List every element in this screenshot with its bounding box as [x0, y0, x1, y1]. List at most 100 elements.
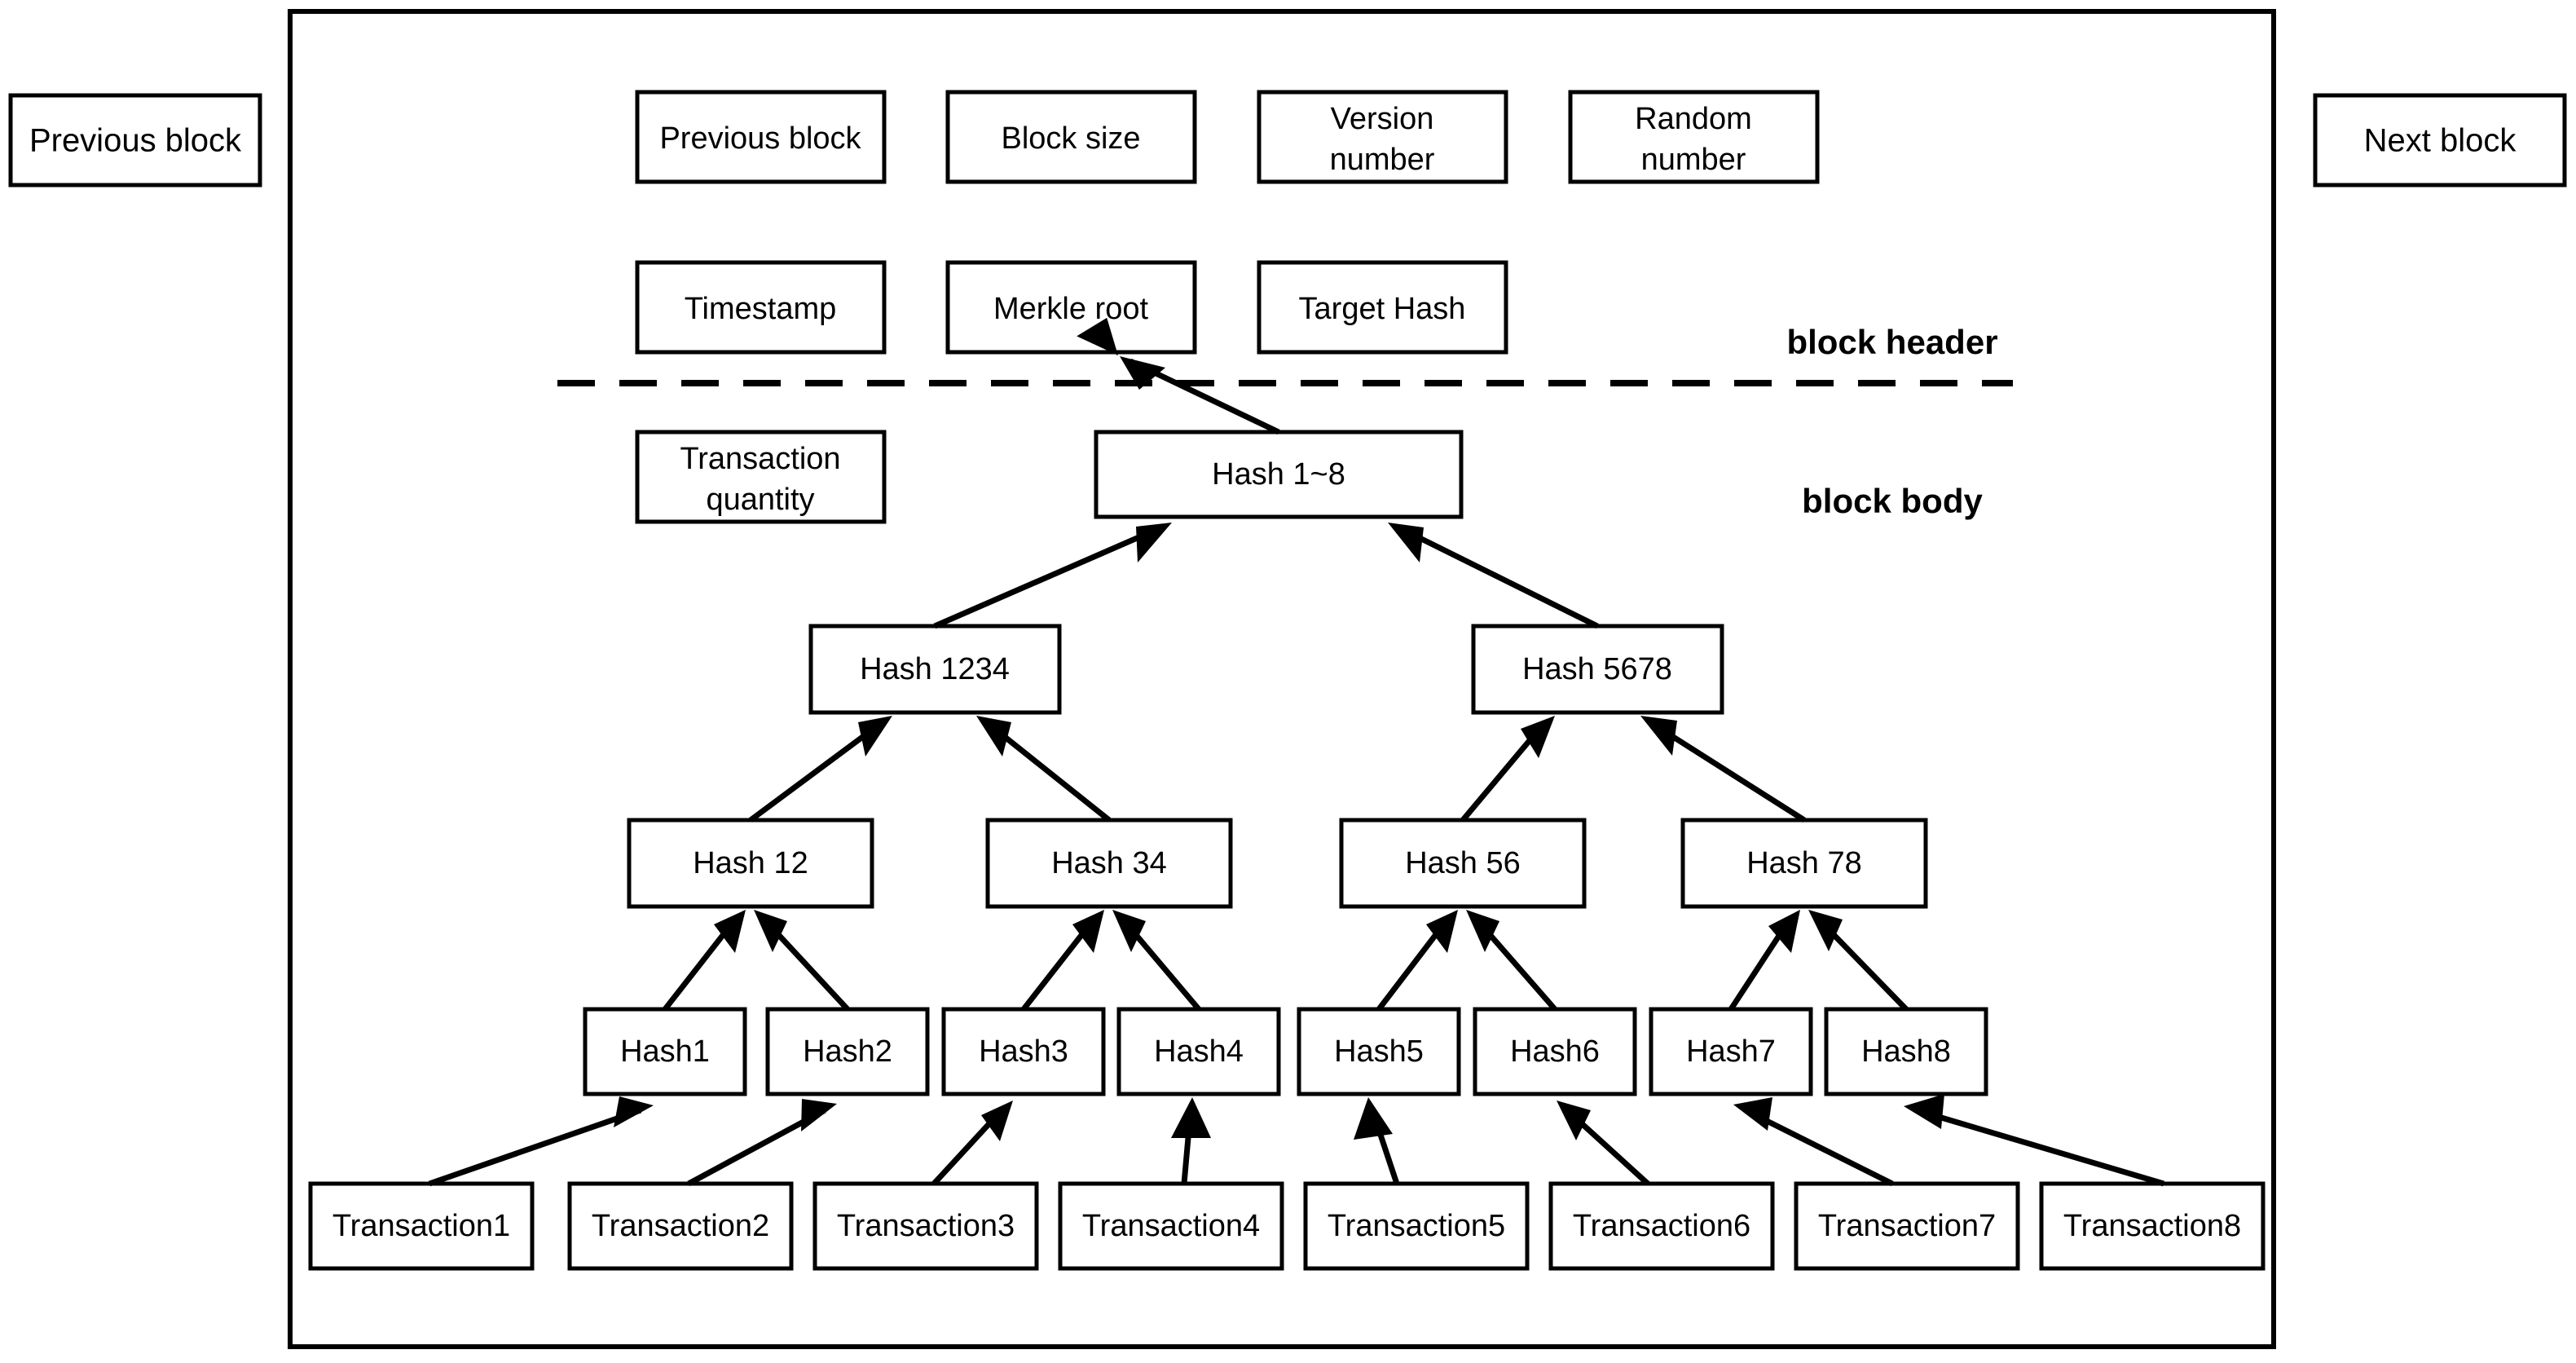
edge-transaction2-to-hash2 [687, 1099, 837, 1187]
transaction4-box[interactable] [1058, 1181, 1284, 1271]
transaction6-label: Transaction6 [1573, 1209, 1750, 1243]
transaction-node-2[interactable]: Transaction2 [567, 1181, 794, 1271]
edge-transaction8-to-hash8 [1904, 1094, 2164, 1187]
hash-5678-box[interactable] [1471, 624, 1724, 715]
header-target-hash-box[interactable] [1257, 260, 1508, 355]
hash-56-label: Hash 56 [1405, 846, 1521, 880]
transaction-node-4[interactable]: Transaction4 [1058, 1181, 1284, 1271]
header-previous-block-box[interactable] [635, 90, 887, 184]
edge-hash8-to-hash-78 [1808, 910, 1909, 1012]
header-block-size-box[interactable] [945, 90, 1197, 184]
transaction-node-8[interactable]: Transaction8 [2039, 1181, 2266, 1271]
transaction-node-7[interactable]: Transaction7 [1794, 1181, 2020, 1271]
body-field-transaction-quantity[interactable]: Transaction quantity [635, 430, 887, 524]
transaction6-box[interactable] [1548, 1181, 1775, 1271]
edge-hash7-to-hash-78 [1728, 910, 1800, 1011]
merkle-node-hash-34[interactable]: Hash 34 [985, 818, 1233, 909]
transaction-node-5[interactable]: Transaction5 [1303, 1181, 1530, 1271]
hash6-label: Hash6 [1510, 1034, 1600, 1069]
edge-hash-56-to-hash-5678 [1460, 716, 1555, 823]
transaction-node-1[interactable]: Transaction1 [308, 1181, 535, 1271]
previous-block-label: Previous block [29, 123, 242, 159]
header-timestamp-box[interactable] [635, 260, 887, 355]
hash-1234-box[interactable] [808, 624, 1062, 715]
transaction5-label: Transaction5 [1328, 1209, 1505, 1243]
next-block-label: Next block [2364, 123, 2517, 159]
merkle-node-hash1[interactable]: Hash1 [583, 1007, 747, 1096]
edge-hash2-to-hash-12 [754, 910, 850, 1012]
hash-78-box[interactable] [1680, 818, 1928, 909]
previous-block-node[interactable]: Previous block [8, 93, 262, 187]
header-merkle-root-box[interactable] [945, 260, 1197, 355]
transaction2-box[interactable] [567, 1181, 794, 1271]
hash-34-box[interactable] [985, 818, 1233, 909]
edge-transaction7-to-hash7 [1733, 1097, 1894, 1187]
block-container [288, 9, 2276, 1349]
hash2-box[interactable] [765, 1007, 930, 1096]
merkle-node-hash-12[interactable]: Hash 12 [627, 818, 874, 909]
edge-hash3-to-hash-34 [1021, 910, 1104, 1012]
header-previous-block-label: Previous block [659, 121, 861, 156]
hash7-label: Hash7 [1686, 1034, 1776, 1069]
hash8-label: Hash8 [1861, 1034, 1951, 1069]
merkle-node-hash-1-8[interactable]: Hash 1~8 [1094, 430, 1464, 519]
header-block-size-label: Block size [1001, 121, 1140, 156]
header-field-merkle-root[interactable]: Merkle root [945, 260, 1197, 355]
edge-hash-1-8-to-merkle-root [1077, 317, 1280, 435]
header-field-version-number[interactable]: Version number [1257, 90, 1508, 184]
hash-34-label: Hash 34 [1051, 846, 1167, 880]
merkle-node-hash-78[interactable]: Hash 78 [1680, 818, 1928, 909]
hash5-label: Hash5 [1334, 1034, 1424, 1069]
merkle-node-hash3[interactable]: Hash3 [941, 1007, 1106, 1096]
hash6-box[interactable] [1473, 1007, 1637, 1096]
header-field-timestamp[interactable]: Timestamp [635, 260, 887, 355]
header-field-target-hash[interactable]: Target Hash [1257, 260, 1508, 355]
transaction5-box[interactable] [1303, 1181, 1530, 1271]
hash2-label: Hash2 [803, 1034, 892, 1069]
transaction8-box[interactable] [2039, 1181, 2266, 1271]
header-field-random-number[interactable]: Random number [1568, 90, 1820, 184]
edge-hash1-to-hash-12 [663, 910, 746, 1012]
hash3-box[interactable] [941, 1007, 1106, 1096]
merkle-node-hash-1234[interactable]: Hash 1234 [808, 624, 1062, 715]
merkle-node-hash5[interactable]: Hash5 [1297, 1007, 1461, 1096]
header-field-block-size[interactable]: Block size [945, 90, 1197, 184]
transaction-quantity-box[interactable] [635, 430, 887, 524]
header-random-number-box[interactable] [1568, 90, 1820, 184]
header-merkle-root-label: Merkle root [993, 292, 1148, 326]
previous-block-box[interactable] [8, 93, 262, 187]
hash-12-label: Hash 12 [693, 846, 808, 880]
hash-56-box[interactable] [1339, 818, 1587, 909]
header-timestamp-label: Timestamp [685, 292, 837, 326]
header-field-previous-block[interactable]: Previous block [635, 90, 887, 184]
hash-1-8-box[interactable] [1094, 430, 1464, 519]
merkle-node-hash2[interactable]: Hash2 [765, 1007, 930, 1096]
header-target-hash-label: Target Hash [1299, 292, 1466, 326]
edge-hash-78-to-hash-5678 [1640, 716, 1806, 823]
transaction3-box[interactable] [812, 1181, 1039, 1271]
edge-hash5-to-hash-56 [1376, 910, 1458, 1012]
hash1-box[interactable] [583, 1007, 747, 1096]
transaction-node-6[interactable]: Transaction6 [1548, 1181, 1775, 1271]
merkle-node-hash4[interactable]: Hash4 [1116, 1007, 1281, 1096]
transaction4-label: Transaction4 [1082, 1209, 1260, 1243]
merkle-node-hash6[interactable]: Hash6 [1473, 1007, 1637, 1096]
header-version-number-box[interactable] [1257, 90, 1508, 184]
transaction7-label: Transaction7 [1818, 1209, 1996, 1243]
transaction7-box[interactable] [1794, 1181, 2020, 1271]
transaction1-label: Transaction1 [332, 1209, 510, 1243]
hash4-label: Hash4 [1154, 1034, 1244, 1069]
transaction1-box[interactable] [308, 1181, 535, 1271]
next-block-node[interactable]: Next block [2313, 93, 2567, 187]
merkle-node-hash-56[interactable]: Hash 56 [1339, 818, 1587, 909]
block-header-section-label: block header [1786, 323, 1997, 361]
hash8-box[interactable] [1824, 1007, 1988, 1096]
merkle-node-hash8[interactable]: Hash8 [1824, 1007, 1988, 1096]
merkle-node-hash-5678[interactable]: Hash 5678 [1471, 624, 1724, 715]
hash5-box[interactable] [1297, 1007, 1461, 1096]
transaction-quantity-label-line2: quantity [706, 483, 814, 517]
merkle-node-hash7[interactable]: Hash7 [1649, 1007, 1813, 1096]
transaction-node-3[interactable]: Transaction3 [812, 1181, 1039, 1271]
next-block-box[interactable] [2313, 93, 2567, 187]
